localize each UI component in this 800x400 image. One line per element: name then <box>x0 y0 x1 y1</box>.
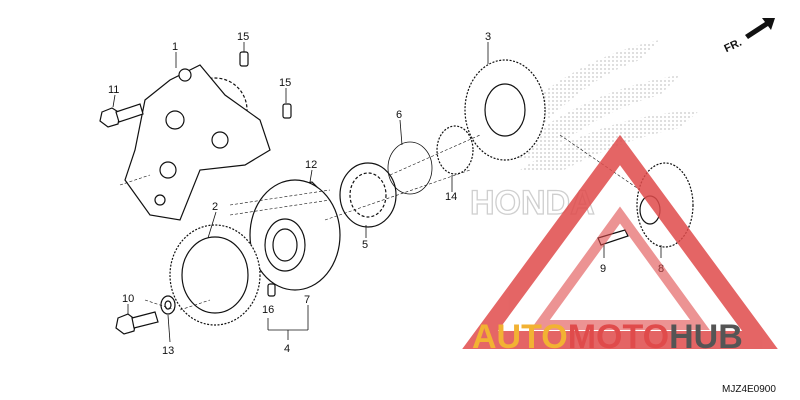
automotohub-logo: AUTOMOTOHUB <box>472 318 743 356</box>
logo-auto: AUTO <box>472 318 568 356</box>
callout-16: 16 <box>262 304 274 316</box>
callout-3: 3 <box>485 31 491 43</box>
fr-direction-arrow: FR. <box>722 18 775 55</box>
callout-5: 5 <box>362 239 368 251</box>
fr-label: FR. <box>722 37 743 55</box>
callout-6: 6 <box>396 109 402 121</box>
logo-hub: HUB <box>669 318 743 356</box>
callout-12: 12 <box>305 159 317 171</box>
arrow-icon <box>745 18 775 39</box>
part-15-pins <box>239 51 292 119</box>
part-13-washer <box>160 295 176 315</box>
callout-14: 14 <box>445 191 457 203</box>
callout-10: 10 <box>122 293 134 305</box>
part-1-cover-plate <box>124 64 271 221</box>
callout-15a: 15 <box>237 31 249 43</box>
part-6-snap-ring <box>387 141 433 195</box>
callout-11: 11 <box>108 84 119 96</box>
callout-1: 1 <box>172 41 178 53</box>
warning-triangle-watermark <box>462 134 778 349</box>
svg-text:AUTOMOTOHUB: AUTOMOTOHUB <box>472 318 743 356</box>
part-5-sprag-clutch <box>339 162 397 228</box>
leader-lines <box>112 42 662 343</box>
callout-labels: 1 2 3 4 5 6 7 8 9 10 11 12 13 14 15 15 1… <box>108 31 664 357</box>
diagram-code: MJZ4E0900 <box>722 384 776 395</box>
callout-2: 2 <box>212 201 218 213</box>
callout-7: 7 <box>304 294 310 306</box>
callout-13: 13 <box>162 345 174 357</box>
callout-4: 4 <box>284 343 290 355</box>
logo-moto: MOTO <box>568 318 669 356</box>
part-2-gear <box>169 224 261 326</box>
part-16-pin <box>267 283 276 297</box>
part-14-needle-bearing <box>436 125 474 175</box>
part-11-bolt <box>99 103 144 128</box>
callout-9: 9 <box>600 263 606 275</box>
part-7-hub <box>249 179 341 291</box>
part-3-gear <box>464 59 546 161</box>
callout-15b: 15 <box>279 77 291 89</box>
part-10-bolt <box>115 311 159 335</box>
